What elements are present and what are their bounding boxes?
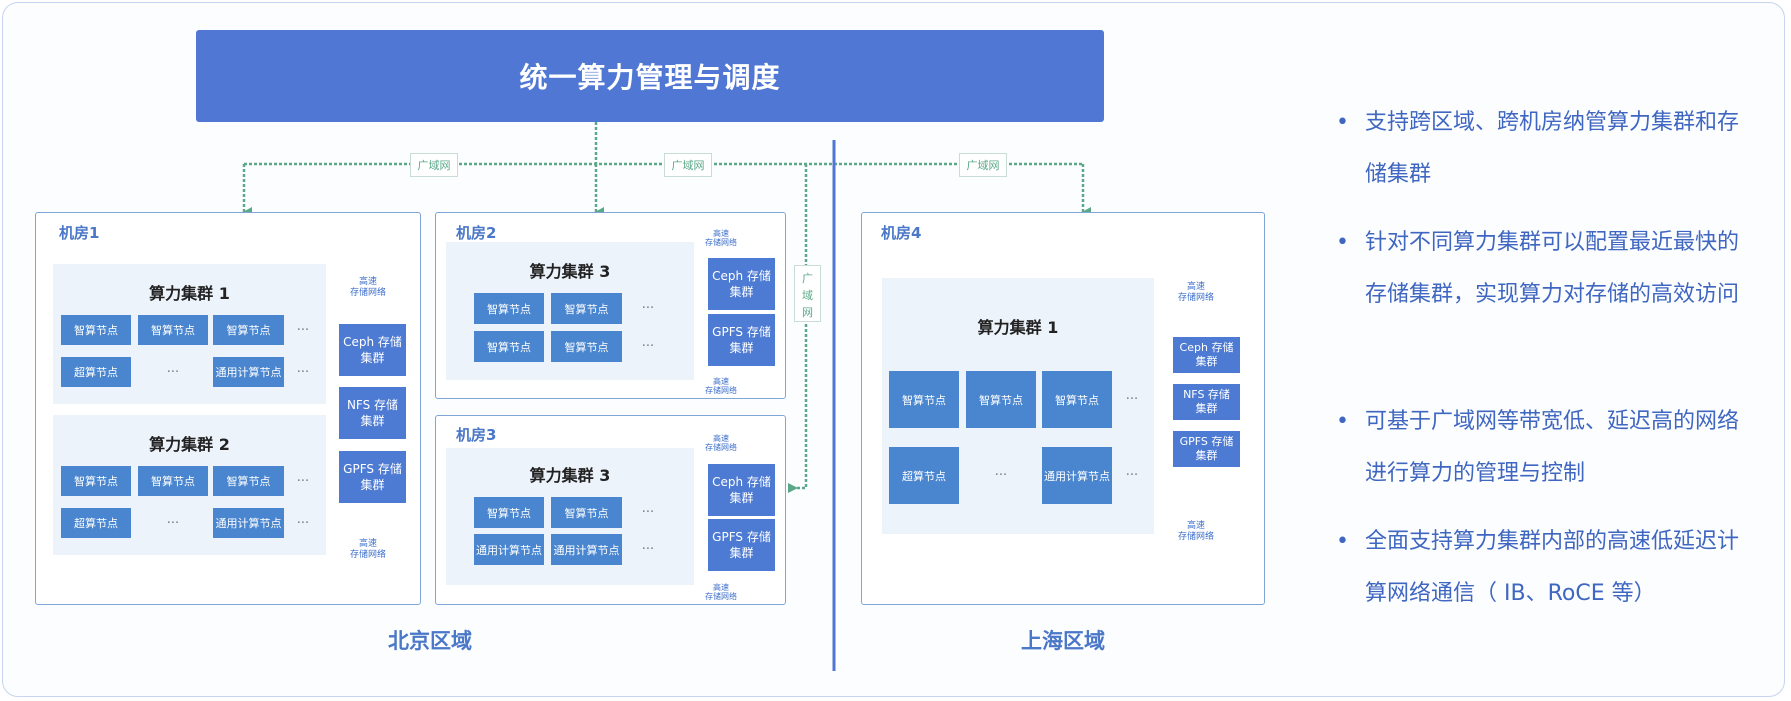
ceph-storage-cluster: Ceph 存储 集群 (708, 464, 775, 516)
ceph-storage-cluster: Ceph 存储 集群 (708, 258, 775, 310)
hs-storage-network-label: 高速 存储网络 (705, 377, 737, 395)
header-title: 统一算力管理与调度 (519, 61, 781, 94)
super-node: 超算节点 (889, 447, 959, 504)
wan-vertical-char: 网 (802, 306, 813, 319)
more-nodes: ··· (296, 322, 310, 338)
wan-vertical-char: 域 (802, 289, 813, 302)
room2-cluster-3-title: 算力集群 3 (529, 262, 611, 281)
smart-node: 智算节点 (889, 371, 959, 428)
smart-node: 智算节点 (138, 315, 208, 345)
smart-node: 智算节点 (138, 466, 208, 496)
more-nodes: ··· (296, 473, 310, 489)
hs-storage-network-label: 高速 存储网络 (705, 229, 737, 247)
room1-cluster-2-title: 算力集群 2 (149, 435, 230, 454)
room4-cluster-1-title: 算力集群 1 (977, 318, 1059, 337)
more-nodes: ··· (1125, 392, 1139, 407)
wan-label-vertical: 广 域 网 (794, 265, 821, 322)
more-nodes: ··· (166, 515, 180, 531)
hs-storage-network-label: 高速 存储网络 (349, 277, 386, 298)
gpfs-storage-cluster: GPFS 存储 集群 (708, 519, 775, 571)
wan-label-3: 广域网 (959, 153, 1007, 177)
general-node: 通用计算节点 (1042, 447, 1112, 504)
gpfs-storage-cluster: GPFS 存储 集群 (708, 314, 775, 366)
more-nodes: ··· (994, 468, 1008, 483)
general-node: 通用计算节点 (474, 534, 544, 565)
more-nodes: ··· (296, 515, 310, 531)
wan-label-1: 广域网 (410, 153, 458, 177)
smart-node: 智算节点 (551, 497, 622, 528)
smart-node: 智算节点 (61, 466, 131, 496)
more-nodes: ··· (641, 301, 655, 316)
hs-storage-network-label: 高速 存储网络 (1177, 521, 1214, 542)
super-node: 超算节点 (61, 508, 131, 538)
feature-item: 针对不同算力集群可以配置最近最快的存储集群，实现算力对存储的高效访问 (1365, 230, 1740, 307)
wan-vertical-char: 广 (802, 272, 813, 285)
nfs-storage-cluster: NFS 存储 集群 (1173, 384, 1240, 420)
gpfs-storage-cluster: GPFS 存储 集群 (1173, 431, 1240, 467)
hs-storage-network-label: 高速 存储网络 (705, 583, 737, 601)
general-node: 通用计算节点 (213, 508, 284, 538)
room3-cluster-3-title: 算力集群 3 (529, 466, 611, 485)
hs-storage-network-label: 高速 存储网络 (705, 434, 737, 452)
more-nodes: ··· (641, 542, 655, 557)
more-nodes: ··· (166, 364, 180, 380)
feature-item: 可基于广域网等带宽低、延迟高的网络进行算力的管理与控制 (1365, 409, 1740, 486)
smart-node: 智算节点 (474, 331, 544, 362)
bullet-dot: • (1336, 110, 1349, 135)
nfs-storage-cluster: NFS 存储 集群 (339, 387, 406, 439)
smart-node: 智算节点 (551, 293, 622, 324)
smart-node: 智算节点 (213, 315, 284, 345)
hs-storage-network-label: 高速 存储网络 (1177, 282, 1214, 303)
smart-node: 智算节点 (1042, 371, 1112, 428)
feature-item: 全面支持算力集群内部的高速低延迟计算网络通信（ IB、RoCE 等） (1365, 529, 1740, 606)
region-beijing: 北京区域 (388, 629, 472, 653)
smart-node: 智算节点 (61, 315, 131, 345)
room-2-title: 机房2 (456, 224, 497, 242)
bullet-dot: • (1336, 409, 1349, 434)
unified-scheduling-bar: 统一算力管理与调度 (196, 30, 1104, 122)
general-node: 通用计算节点 (213, 357, 284, 387)
more-nodes: ··· (641, 505, 655, 520)
room1-cluster-1-title: 算力集群 1 (149, 284, 230, 303)
feature-item: 支持跨区域、跨机房纳管算力集群和存储集群 (1365, 110, 1740, 187)
smart-node: 智算节点 (551, 331, 622, 362)
super-node: 超算节点 (61, 357, 131, 387)
room-4-title: 机房4 (881, 224, 922, 242)
room-3-title: 机房3 (456, 426, 497, 444)
more-nodes: ··· (641, 339, 655, 354)
bullet-dot: • (1336, 529, 1349, 554)
smart-node: 智算节点 (966, 371, 1036, 428)
more-nodes: ··· (1125, 468, 1139, 483)
smart-node: 智算节点 (474, 497, 544, 528)
more-nodes: ··· (296, 364, 310, 380)
room-1-title: 机房1 (59, 224, 100, 242)
smart-node: 智算节点 (213, 466, 284, 496)
general-node: 通用计算节点 (551, 534, 622, 565)
ceph-storage-cluster: Ceph 存储 集群 (1173, 337, 1240, 373)
wan-label-2: 广域网 (664, 153, 712, 177)
bullet-dot: • (1336, 230, 1349, 255)
smart-node: 智算节点 (474, 293, 544, 324)
gpfs-storage-cluster: GPFS 存储 集群 (339, 451, 406, 503)
ceph-storage-cluster: Ceph 存储 集群 (339, 324, 406, 376)
region-shanghai: 上海区域 (1021, 629, 1105, 653)
hs-storage-network-label: 高速 存储网络 (349, 539, 386, 560)
